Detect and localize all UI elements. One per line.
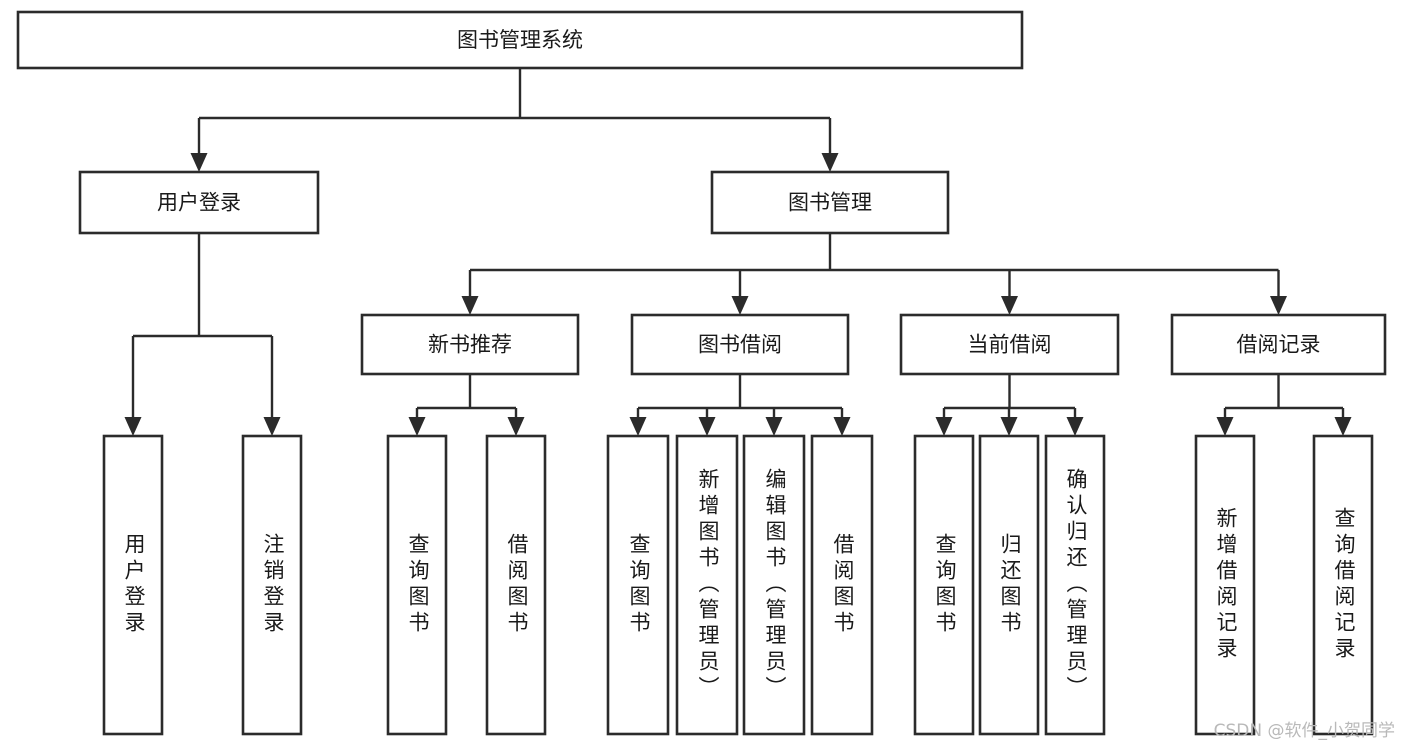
- node-box-br-add-record: [1194, 434, 1256, 736]
- node-bb-add-book[interactable]: 新增图书（管理员）: [675, 434, 739, 736]
- node-label-bb-query-book: 查询图书: [627, 533, 651, 637]
- node-bb-borrow-book[interactable]: 借阅图书: [810, 434, 874, 736]
- node-book-borrow[interactable]: 图书借阅: [630, 313, 850, 376]
- csdn-watermark: CSDN @软件_小贺同学: [1213, 721, 1395, 741]
- node-label-br-add-record: 新增借阅记录: [1214, 507, 1238, 663]
- node-br-query-record[interactable]: 查询借阅记录: [1312, 434, 1374, 736]
- node-box-bb-edit-book: [742, 434, 806, 736]
- node-current-borrow[interactable]: 当前借阅: [899, 313, 1120, 376]
- node-box-bb-query-book: [606, 434, 670, 736]
- node-box-bb-borrow-book: [810, 434, 874, 736]
- node-label-book-borrow: 图书借阅: [698, 333, 782, 357]
- node-book-manage[interactable]: 图书管理: [710, 170, 950, 235]
- node-label-bb-add-book: 新增图书（管理员）: [696, 468, 720, 702]
- node-box-user-logout: [241, 434, 303, 736]
- node-label-borrow-record: 借阅记录: [1237, 333, 1321, 357]
- node-label-current-borrow: 当前借阅: [968, 333, 1052, 357]
- node-box-nbr-query-book: [386, 434, 448, 736]
- node-box-br-query-record: [1312, 434, 1374, 736]
- node-user-login-do[interactable]: 用户登录: [102, 434, 164, 736]
- node-label-user-login: 用户登录: [157, 191, 241, 215]
- node-nbr-query-book[interactable]: 查询图书: [386, 434, 448, 736]
- node-label-cb-confirm-return: 确认归还（管理员）: [1064, 468, 1088, 702]
- node-box-nbr-borrow-book: [485, 434, 547, 736]
- node-cb-query-book[interactable]: 查询图书: [913, 434, 975, 736]
- node-new-book-recommend[interactable]: 新书推荐: [360, 313, 580, 376]
- node-box-current-borrow: [899, 313, 1120, 376]
- node-box-new-book-recommend: [360, 313, 580, 376]
- node-label-nbr-borrow-book: 借阅图书: [505, 533, 529, 637]
- node-label-root: 图书管理系统: [457, 28, 583, 52]
- node-cb-return-book[interactable]: 归还图书: [978, 434, 1040, 736]
- node-box-cb-query-book: [913, 434, 975, 736]
- nodes-layer: 图书管理系统用户登录用户登录注销登录图书管理新书推荐查询图书借阅图书图书借阅查询…: [16, 10, 1387, 736]
- node-bb-edit-book[interactable]: 编辑图书（管理员）: [742, 434, 806, 736]
- node-user-logout[interactable]: 注销登录: [241, 434, 303, 736]
- node-box-user-login-do: [102, 434, 164, 736]
- node-label-book-manage: 图书管理: [788, 191, 872, 215]
- node-label-bb-borrow-book: 借阅图书: [831, 533, 855, 637]
- node-br-add-record[interactable]: 新增借阅记录: [1194, 434, 1256, 736]
- node-label-new-book-recommend: 新书推荐: [428, 333, 512, 357]
- node-box-borrow-record: [1170, 313, 1387, 376]
- node-label-cb-return-book: 归还图书: [998, 533, 1022, 637]
- node-cb-confirm-return[interactable]: 确认归还（管理员）: [1044, 434, 1106, 736]
- node-root[interactable]: 图书管理系统: [16, 10, 1024, 70]
- node-borrow-record[interactable]: 借阅记录: [1170, 313, 1387, 376]
- node-label-nbr-query-book: 查询图书: [406, 533, 430, 637]
- node-label-user-logout: 注销登录: [261, 533, 285, 637]
- node-box-cb-return-book: [978, 434, 1040, 736]
- node-bb-query-book[interactable]: 查询图书: [606, 434, 670, 736]
- node-box-book-manage: [710, 170, 950, 235]
- node-label-user-login-do: 用户登录: [122, 533, 146, 637]
- node-box-bb-add-book: [675, 434, 739, 736]
- node-box-root: [16, 10, 1024, 70]
- edges-layer: [124, 68, 1352, 436]
- node-label-cb-query-book: 查询图书: [933, 533, 957, 637]
- node-box-user-login: [78, 170, 320, 235]
- node-box-book-borrow: [630, 313, 850, 376]
- node-user-login[interactable]: 用户登录: [78, 170, 320, 235]
- node-nbr-borrow-book[interactable]: 借阅图书: [485, 434, 547, 736]
- node-label-bb-edit-book: 编辑图书（管理员）: [763, 468, 787, 702]
- node-box-cb-confirm-return: [1044, 434, 1106, 736]
- node-label-br-query-record: 查询借阅记录: [1332, 507, 1356, 663]
